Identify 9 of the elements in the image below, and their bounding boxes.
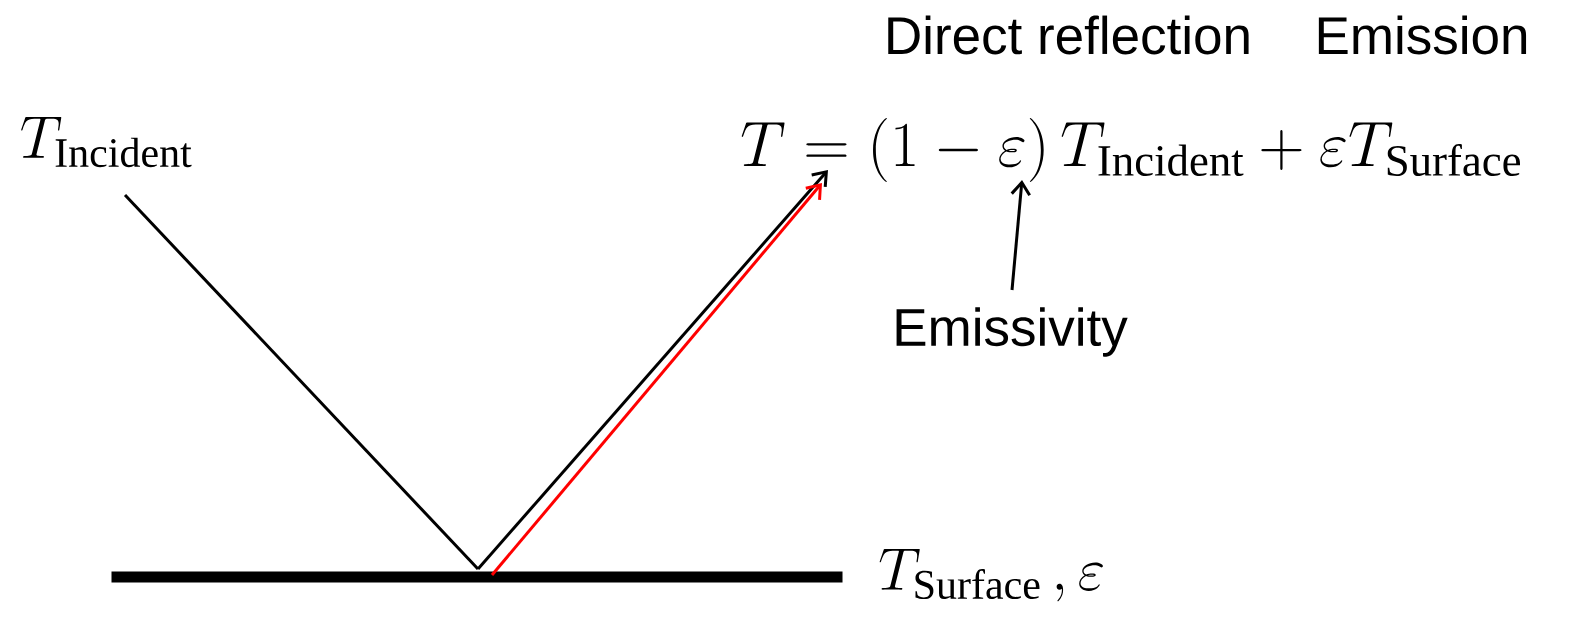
arrow bbox=[1010, 180, 1031, 291]
formula: $T = \left(1-\varepsilon\right)T_{\mathrm{Incident}} + \varepsilon T_{\mathrm{Surface}}$ bbox=[741, 118, 1520, 182]
ray-line bbox=[123, 193, 480, 571]
heading-label: Direct reflection bbox=[888, 15, 1249, 55]
surface-bar bbox=[111, 571, 843, 583]
text-label: Emissivity bbox=[896, 307, 1128, 357]
formula: $T_{\mathrm{Incident}}$ bbox=[21, 117, 192, 168]
formula: $T_{\mathrm{Surface}}\,,\varepsilon$ bbox=[879, 549, 1103, 602]
heading-label: Emission bbox=[1318, 15, 1527, 55]
